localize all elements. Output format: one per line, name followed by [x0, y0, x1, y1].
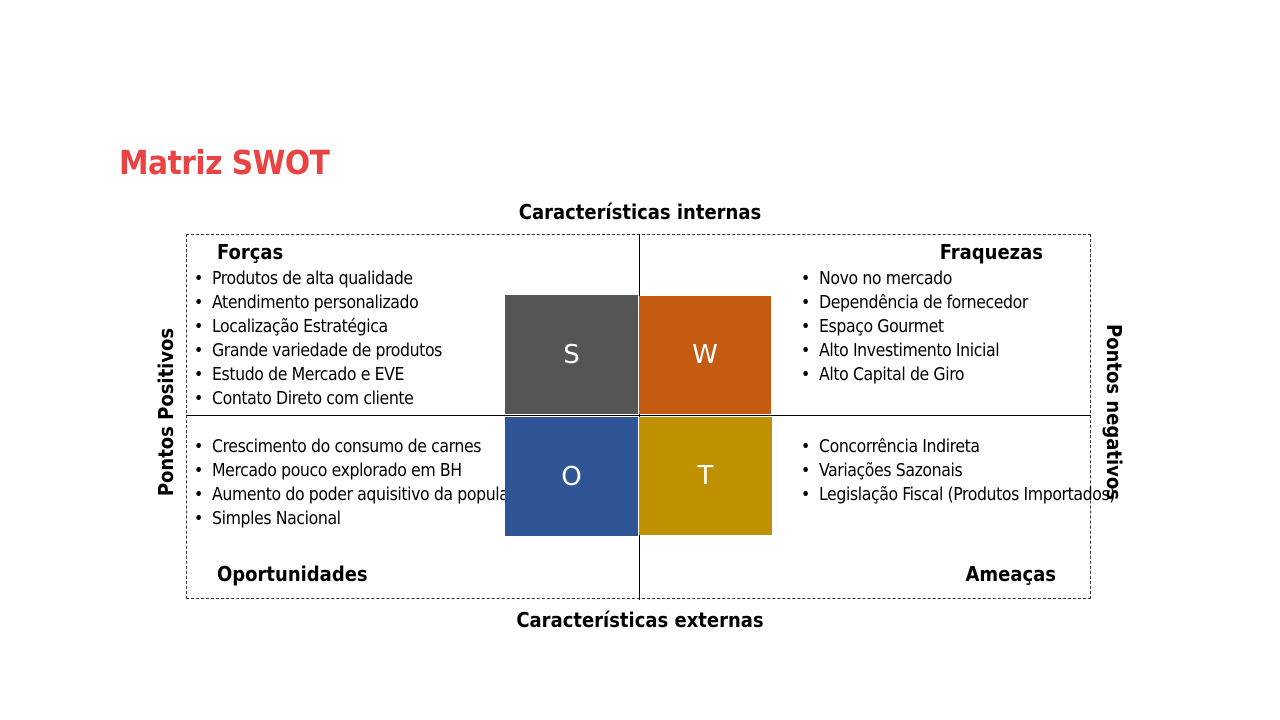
- strengths-letter: S: [563, 339, 580, 370]
- list-item: Legislação Fiscal (Produtos Importados): [801, 483, 1115, 507]
- list-item: Dependência de fornecedor: [801, 291, 1028, 315]
- list-item: Espaço Gourmet: [801, 315, 1028, 339]
- threats-list: Concorrência IndiretaVariações SazonaisL…: [801, 435, 1115, 507]
- list-item: Produtos de alta qualidade: [194, 267, 442, 291]
- strengths-heading: Forças: [217, 240, 284, 264]
- strengths-letter-box: S: [505, 295, 638, 414]
- list-item: Concorrência Indireta: [801, 435, 1115, 459]
- list-item: Novo no mercado: [801, 267, 1028, 291]
- list-item: Mercado pouco explorado em BH: [194, 459, 540, 483]
- axis-label-bottom: Características externas: [516, 608, 764, 632]
- axis-label-left: Pontos Positivos: [154, 327, 178, 497]
- list-item: Localização Estratégica: [194, 315, 442, 339]
- list-item: Variações Sazonais: [801, 459, 1115, 483]
- weaknesses-letter: W: [692, 340, 718, 370]
- horizontal-divider: [186, 415, 1091, 416]
- strengths-list: Produtos de alta qualidadeAtendimento pe…: [194, 267, 442, 411]
- list-item: Grande variedade de produtos: [194, 339, 442, 363]
- opportunities-letter: O: [561, 461, 582, 492]
- opportunities-letter-box: O: [505, 417, 638, 536]
- list-item: Atendimento personalizado: [194, 291, 442, 315]
- list-item: Alto Capital de Giro: [801, 363, 1028, 387]
- list-item: Estudo de Mercado e EVE: [194, 363, 442, 387]
- weaknesses-list: Novo no mercadoDependência de fornecedor…: [801, 267, 1028, 387]
- threats-heading: Ameaças: [965, 562, 1056, 586]
- axis-label-top: Características internas: [518, 200, 762, 224]
- list-item: Contato Direto com cliente: [194, 387, 442, 411]
- threats-letter-box: T: [639, 417, 772, 535]
- list-item: Aumento do poder aquisitivo da população…: [194, 483, 541, 507]
- weaknesses-heading: Fraquezas: [939, 240, 1043, 264]
- threats-letter: T: [697, 461, 714, 491]
- list-item: Alto Investimento Inicial: [801, 339, 1028, 363]
- list-item: Crescimento do consumo de carnes: [194, 435, 540, 459]
- weaknesses-letter-box: W: [639, 296, 771, 414]
- opportunities-list: Crescimento do consumo de carnesMercado …: [194, 435, 541, 531]
- list-item: Simples Nacional: [194, 507, 540, 531]
- page-title: Matriz SWOT: [119, 143, 330, 182]
- opportunities-heading: Oportunidades: [217, 562, 368, 586]
- swot-frame: [186, 234, 1091, 599]
